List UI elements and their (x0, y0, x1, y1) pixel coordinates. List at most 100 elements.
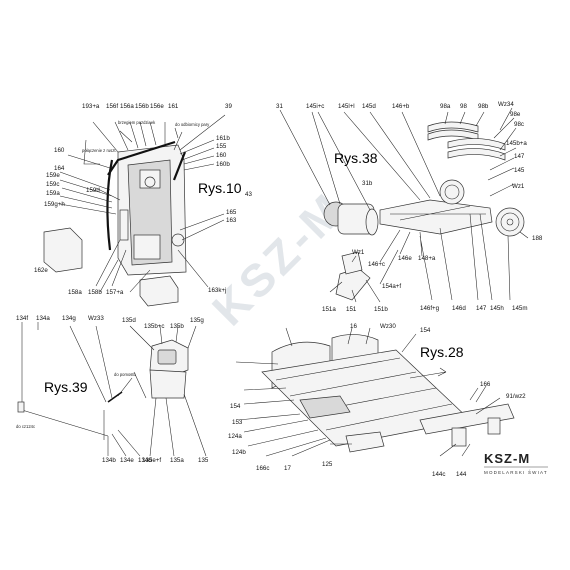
rys39-label: 135b (170, 323, 184, 330)
rys39-label: 134d (138, 457, 152, 464)
rys39-label: 134a (36, 315, 50, 322)
rys38-label: 146+b (392, 103, 410, 110)
rys10-label: 165 (226, 209, 237, 216)
rys28-label: 144c (432, 471, 445, 478)
rys10-title: Rys.10 (198, 180, 242, 196)
rys39-note: do pomostu (114, 372, 137, 377)
figure-rys10: Rys.10 193+a 156f 156a 156b 156e 161 39 … (34, 103, 252, 307)
rys10-label: 39 (225, 103, 232, 110)
rys38-label: 151b (374, 306, 388, 313)
rys10-label: 159a (46, 190, 60, 197)
rys28-label: Wz30 (380, 323, 396, 330)
rys10-label: 156e (150, 103, 164, 110)
rys10-label: 158a (68, 289, 82, 296)
rys38-label: 154a+f (382, 283, 401, 290)
rys39-title: Rys.39 (44, 379, 88, 395)
rys38-label: 98a (440, 103, 451, 110)
rys10-label: 159e (46, 172, 60, 179)
rys39-label: 134e (120, 457, 134, 464)
rys10-note: do odbiornicy pary (175, 122, 210, 127)
brand-tagline: MODELARSKI ŚWIAT (484, 468, 548, 475)
rys38-label: 98e (510, 111, 521, 118)
figure-rys39: Rys.39 134f 134a 134g Wz33 135d 135b+c 1… (16, 315, 209, 464)
rys10-label: 158b (88, 289, 102, 296)
rys38-label: 145b+a (506, 140, 527, 147)
rys10-label: 163 (226, 217, 237, 224)
rys39-label: 135b+c (144, 323, 164, 330)
rys39-label: 135e+f (142, 457, 161, 464)
rys10-label: 43 (245, 191, 252, 198)
rys28-label: 125 (322, 461, 333, 468)
rys38-label: 31 (276, 103, 283, 110)
rys39-label: 135a (170, 457, 184, 464)
rys10-label: 161b (216, 135, 230, 142)
rys38-label: 146d (452, 305, 466, 312)
rys39-label: 135g (190, 317, 204, 324)
rys38-label: 188 (532, 235, 543, 242)
rys39-label: 134b (102, 457, 116, 464)
rys38-label: 98b (478, 103, 489, 110)
rys10-label: 159d (86, 187, 100, 194)
rys28-label: 154 (420, 327, 431, 334)
rys38-label: 145d (362, 103, 376, 110)
rys10-label: 163k+j (208, 287, 226, 294)
rys28-title: Rys.28 (420, 344, 464, 360)
rys10-note: połączenie z ruszt. (82, 148, 117, 153)
rys38-label: Wz34 (498, 101, 514, 108)
brand-logo: KSZ-M MODELARSKI ŚWIAT (484, 451, 548, 475)
figure-rys28: Rys.28 16 Wz30 154 166 91/wz2 154 153 12… (228, 323, 526, 478)
rys39-label: 135d (122, 317, 136, 324)
figure-rys38: Rys.38 31 145i+c 145l+l 145d 146+b 98a 9… (276, 101, 543, 313)
rys38-label: 145i+c (306, 103, 324, 110)
rys38-label: 146e (398, 255, 412, 262)
rys39-label: 135 (198, 457, 209, 464)
rys38-label: 98 (460, 103, 467, 110)
rys39-label: 134g (62, 315, 76, 322)
rys38-label: 146+c (368, 261, 385, 268)
rys38-label: 147 (514, 153, 525, 160)
rys38-label: 145l+l (338, 103, 355, 110)
rys39-label: Wz33 (88, 315, 104, 322)
rys28-label: 166 (480, 381, 491, 388)
rys10-label: 160 (216, 152, 227, 159)
rys10-label: 160b (216, 161, 230, 168)
rys38-label: 98c (514, 121, 524, 128)
rys10-label: 156a (120, 103, 134, 110)
rys28-label: 153 (232, 419, 243, 426)
rys38-label: 151a (322, 306, 336, 313)
rys10-label: 161 (168, 103, 179, 110)
rys38-label: 151 (346, 306, 357, 313)
rys10-label: 157+a (106, 289, 124, 296)
rys38-label: 148+a (418, 255, 436, 262)
rys10-label: 155 (216, 143, 227, 150)
rys10-label: 164 (54, 165, 65, 172)
rys38-label: 147 (476, 305, 487, 312)
rys28-label: 144 (456, 471, 467, 478)
rys39-label: 134f (16, 315, 28, 322)
rys10-label: 156f (106, 103, 118, 110)
rys10-label: 193+a (82, 103, 100, 110)
rys38-label: 31b (362, 180, 373, 187)
rys10-label: 160 (54, 147, 65, 154)
rys28-label: 91/wz2 (506, 393, 526, 400)
rys28-label: 124b (232, 449, 246, 456)
rys38-title: Rys.38 (334, 150, 378, 166)
rys39-note: do cz124c (16, 424, 35, 429)
rys10-label: 159c (46, 181, 59, 188)
rys10-note: brzegiem pazdziaek (118, 120, 156, 125)
rys38-label: 146f+g (420, 305, 440, 312)
brand-name: KSZ-M (484, 451, 530, 466)
rys38-label: Wz1 (512, 183, 525, 190)
rys10-label: 156b (135, 103, 149, 110)
rys28-label: 154 (230, 403, 241, 410)
rys10-label: 159g+h (44, 201, 65, 208)
rys10-label: 162e (34, 267, 48, 274)
rys28-label: 166c (256, 465, 269, 472)
rys28-label: 16 (350, 323, 357, 330)
rys28-label: 124a (228, 433, 242, 440)
rys38-label: 145m (512, 305, 527, 312)
rys28-label: 17 (284, 465, 291, 472)
rys38-label: 145 (514, 167, 525, 174)
rys38-label: 145h (490, 305, 504, 312)
